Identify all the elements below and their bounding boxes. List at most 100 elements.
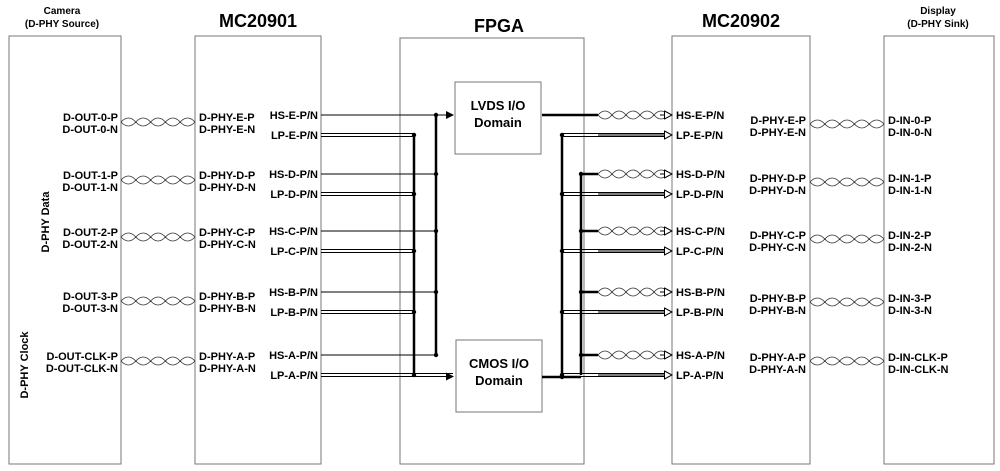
- mc20901-hs-b: HS-B-P/N: [269, 287, 318, 299]
- mc20902-out-a-n: D-PHY-A-N: [749, 364, 806, 376]
- twisted-pair-cam-a-top: [120, 356, 196, 362]
- mc20901-in-a-n: D-PHY-A-N: [199, 363, 256, 375]
- mc20901-hs-d: HS-D-P/N: [269, 169, 318, 181]
- camera-title: Camera: [44, 6, 81, 17]
- mc20902-hs-b: HS-B-P/N: [676, 287, 725, 299]
- twisted-hs-b-out-top: [597, 287, 669, 293]
- twisted-pair-cam-b-bottom: [120, 300, 196, 306]
- twisted-pair-cam-a-bottom: [120, 360, 196, 366]
- lvds-domain-box: [454, 81, 542, 155]
- mc20901-in-d-p: D-PHY-D-P: [199, 170, 255, 182]
- mc20902-lp-b: LP-B-P/N: [676, 307, 724, 319]
- mc20902-out-e-n: D-PHY-E-N: [750, 127, 806, 139]
- lvds-domain-label-2: Domain: [474, 115, 522, 130]
- dphy-data-label: D-PHY Data: [40, 191, 52, 253]
- display-title: Display: [920, 6, 956, 17]
- display-pin-clk-n: D-IN-CLK-N: [888, 364, 949, 376]
- mc20902-hs-a: HS-A-P/N: [676, 350, 725, 362]
- cmos-domain-box: [455, 339, 543, 413]
- twisted-hs-e-out-top: [597, 110, 669, 116]
- mc20902-out-e-p: D-PHY-E-P: [750, 115, 806, 127]
- twisted-pair-cam-b-top: [120, 296, 196, 302]
- lvds-domain-label-1: LVDS I/O: [471, 98, 526, 113]
- display-pin-clk-p: D-IN-CLK-P: [888, 352, 948, 364]
- display-pin-1-n: D-IN-1-N: [888, 185, 932, 197]
- mc20902-out-c-p: D-PHY-C-P: [750, 230, 806, 242]
- camera-pin-0-n: D-OUT-0-N: [62, 124, 118, 136]
- twisted-hs-b-out-bottom: [597, 291, 669, 297]
- twisted-pair-cam-c-top: [120, 232, 196, 238]
- mc20901-lp-c: LP-C-P/N: [270, 246, 318, 258]
- camera-subtitle: (D-PHY Source): [25, 19, 99, 30]
- twisted-hs-a-out-top: [597, 350, 669, 356]
- mc20902-hs-c: HS-C-P/N: [676, 226, 725, 238]
- mc20902-out-b-n: D-PHY-B-N: [749, 305, 806, 317]
- mc20902-lp-d: LP-D-P/N: [676, 189, 724, 201]
- mc20902-lp-a: LP-A-P/N: [676, 370, 724, 382]
- mc20901-in-e-n: D-PHY-E-N: [199, 124, 255, 136]
- twisted-pair-disp-b-top: [809, 297, 885, 303]
- mc20901-in-c-p: D-PHY-C-P: [199, 227, 255, 239]
- camera-pin-1-n: D-OUT-1-N: [62, 182, 118, 194]
- twisted-pair-disp-e-bottom: [809, 123, 885, 129]
- twisted-pair-cam-e-top: [120, 117, 196, 123]
- twisted-hs-c-out-bottom: [597, 230, 669, 236]
- camera-pin-0-p: D-OUT-0-P: [63, 112, 118, 124]
- twisted-hs-d-out-bottom: [597, 173, 669, 179]
- twisted-pair-disp-a-bottom: [809, 360, 885, 366]
- junction-hs-e-split: [433, 112, 439, 118]
- mc20901-in-d-n: D-PHY-D-N: [199, 182, 256, 194]
- mc20901-in-a-p: D-PHY-A-P: [199, 351, 255, 363]
- mc20901-in-b-n: D-PHY-B-N: [199, 303, 256, 315]
- mc20901-lp-d: LP-D-P/N: [270, 189, 318, 201]
- twisted-hs-a-out-bottom: [597, 354, 669, 360]
- camera-pin-1-p: D-OUT-1-P: [63, 170, 118, 182]
- twisted-hs-c-out-top: [597, 226, 669, 232]
- twisted-pair-cam-d-top: [120, 175, 196, 181]
- mc20901-hs-a: HS-A-P/N: [269, 350, 318, 362]
- mc20902-out-d-n: D-PHY-D-N: [749, 185, 806, 197]
- mc20901-hs-c: HS-C-P/N: [269, 226, 318, 238]
- display-pin-0-n: D-IN-0-N: [888, 127, 932, 139]
- cmos-domain-label-1: CMOS I/O: [469, 356, 529, 371]
- twisted-pair-cam-c-bottom: [120, 236, 196, 242]
- camera-pin-2-p: D-OUT-2-P: [63, 227, 118, 239]
- mc20901-lp-a: LP-A-P/N: [270, 370, 318, 382]
- display-block: [883, 35, 995, 465]
- display-pin-0-p: D-IN-0-P: [888, 115, 931, 127]
- mc20902-title: MC20902: [702, 11, 780, 31]
- display-pin-3-n: D-IN-3-N: [888, 305, 932, 317]
- twisted-pair-disp-c-bottom: [809, 238, 885, 244]
- mc20901-block: [194, 35, 322, 465]
- mc20901-in-e-p: D-PHY-E-P: [199, 112, 255, 124]
- display-pin-3-p: D-IN-3-P: [888, 293, 931, 305]
- twisted-hs-e-out-bottom: [597, 114, 669, 120]
- mc20902-lp-c: LP-C-P/N: [676, 246, 724, 258]
- twisted-pair-disp-e-top: [809, 119, 885, 125]
- diagram-content: D-OUT-0-PD-OUT-0-ND-PHY-E-PD-PHY-E-NHS-E…: [46, 110, 949, 382]
- display-subtitle: (D-PHY Sink): [907, 19, 969, 30]
- mc20902-out-a-p: D-PHY-A-P: [750, 352, 806, 364]
- mc20901-lp-e: LP-E-P/N: [271, 130, 318, 142]
- mc20901-in-b-p: D-PHY-B-P: [199, 291, 255, 303]
- twisted-pair-disp-b-bottom: [809, 301, 885, 307]
- mc20902-block: [671, 35, 811, 465]
- camera-pin-clk-n: D-OUT-CLK-N: [46, 363, 118, 375]
- dphy-clock-label: D-PHY Clock: [19, 331, 31, 399]
- cmos-domain-label-2: Domain: [475, 373, 523, 388]
- twisted-pair-disp-a-top: [809, 356, 885, 362]
- display-pin-2-n: D-IN-2-N: [888, 242, 932, 254]
- junction-lp-a-in: [411, 372, 417, 378]
- camera-pin-3-p: D-OUT-3-P: [63, 291, 118, 303]
- twisted-pair-disp-d-bottom: [809, 181, 885, 187]
- twisted-pair-disp-d-top: [809, 177, 885, 183]
- display-pin-2-p: D-IN-2-P: [888, 230, 931, 242]
- mc20901-hs-e: HS-E-P/N: [270, 110, 318, 122]
- camera-block: [8, 35, 122, 465]
- mc20902-hs-d: HS-D-P/N: [676, 169, 725, 181]
- camera-pin-clk-p: D-OUT-CLK-P: [47, 351, 119, 363]
- mc20902-lp-e: LP-E-P/N: [676, 130, 723, 142]
- mc20902-out-d-p: D-PHY-D-P: [750, 173, 806, 185]
- mc20901-lp-b: LP-B-P/N: [270, 307, 318, 319]
